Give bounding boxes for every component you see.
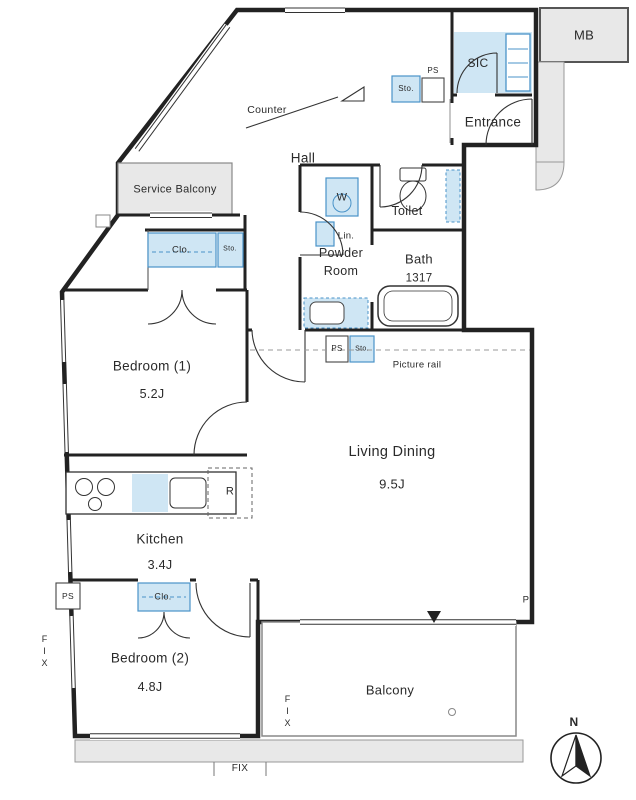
closet1-label: Clo. [171, 244, 191, 256]
picture-rail-label: Picture rail [392, 359, 442, 371]
stove-burner [97, 478, 115, 496]
linen-label: Lin. [337, 230, 355, 242]
sic-label: SIC [467, 56, 489, 70]
pipe-space-bottom [55, 582, 81, 610]
service-balcony-label: Service Balcony [133, 183, 217, 196]
meter-box [539, 7, 629, 63]
closet2-label: Clo. [154, 591, 172, 602]
living-dining-door [251, 329, 306, 383]
refrigerator-label: R [225, 485, 235, 498]
powder-room-label-line1: Powder [318, 245, 364, 260]
bedroom1-door [193, 401, 248, 456]
ps-top-label: PS [427, 66, 439, 75]
balcony-label: Balcony [365, 682, 415, 698]
entrance-label: Entrance [464, 114, 522, 130]
closet2-doors [137, 611, 191, 639]
bedroom1-label: Bedroom (1) [112, 358, 192, 374]
storage-fixtures [55, 32, 532, 612]
balcony-drain [448, 708, 456, 716]
toilet-cabinet [445, 169, 461, 223]
sic-door [456, 52, 498, 94]
living-dining-size-label: 9.5J [379, 476, 405, 492]
washer-space [325, 177, 359, 217]
north-label: N [569, 715, 579, 729]
balcony-structure [261, 621, 517, 737]
toilet-door [379, 164, 423, 208]
stove-burner [75, 478, 93, 496]
washer-label: W [336, 191, 348, 204]
ps-bottom-label: PS [62, 590, 74, 601]
bathroom-fixtures [377, 167, 459, 327]
lower-ledge [74, 739, 524, 763]
closet1-doors [147, 289, 217, 325]
entrance-door [485, 98, 533, 146]
sto-mid-label: Sto. [355, 345, 369, 353]
pillar-label: P [522, 594, 530, 606]
fix-mid-label: FIX [282, 694, 293, 730]
north-compass-icon [550, 732, 602, 784]
door-swings [137, 52, 533, 639]
service-balcony-structure [95, 162, 233, 228]
storage-1 [217, 232, 244, 268]
fix-bottom-label: FIX [231, 763, 249, 774]
mb-label: MB [573, 27, 595, 43]
sto-top-label: Sto. [398, 84, 414, 93]
windows [58, 6, 516, 740]
vanity-sink [309, 301, 345, 325]
kitchen-size-label: 3.4J [147, 557, 173, 572]
bedroom2-size-label: 4.8J [137, 679, 163, 694]
exterior-structures [74, 7, 629, 763]
closet-1 [147, 232, 217, 268]
counter-line [245, 96, 339, 129]
counter-triangle [340, 85, 365, 102]
pipe-space-mid [325, 335, 349, 363]
toilet-label: Toilet [391, 203, 423, 218]
bedroom2-door [195, 582, 251, 638]
powder-room-door [299, 211, 344, 256]
storage-top [391, 75, 421, 103]
interior-walls [62, 10, 532, 622]
linen-shelf [315, 221, 335, 247]
common-corridor [535, 61, 565, 163]
bath-label: Bath [405, 251, 433, 267]
hall-label: Hall [290, 150, 316, 166]
kitchen-counter [65, 467, 253, 519]
pipe-space-top [421, 77, 445, 103]
view-direction-marker [427, 611, 441, 623]
toilet-bowl [399, 180, 427, 212]
refrigerator-space [207, 467, 253, 519]
counter-label: Counter [247, 103, 287, 116]
living-dining-label: Living Dining [348, 443, 436, 460]
bedroom1-size-label: 5.2J [139, 386, 165, 401]
kitchen-label: Kitchen [136, 531, 184, 547]
fix-left-label: FIX [39, 634, 50, 670]
kitchen-sink [169, 477, 207, 509]
bath-size-label: 1317 [405, 272, 433, 285]
common-corridor-curve [535, 161, 565, 191]
storage-mid [349, 335, 375, 363]
stove-burner [88, 497, 102, 511]
storage1-label: Sto. [223, 245, 237, 253]
powder-room-label-line2: Room [323, 263, 359, 278]
bedroom2-label: Bedroom (2) [110, 650, 190, 666]
fix-ticks [213, 762, 267, 776]
ps-mid-label: PS [331, 344, 343, 353]
annotations [213, 85, 530, 776]
